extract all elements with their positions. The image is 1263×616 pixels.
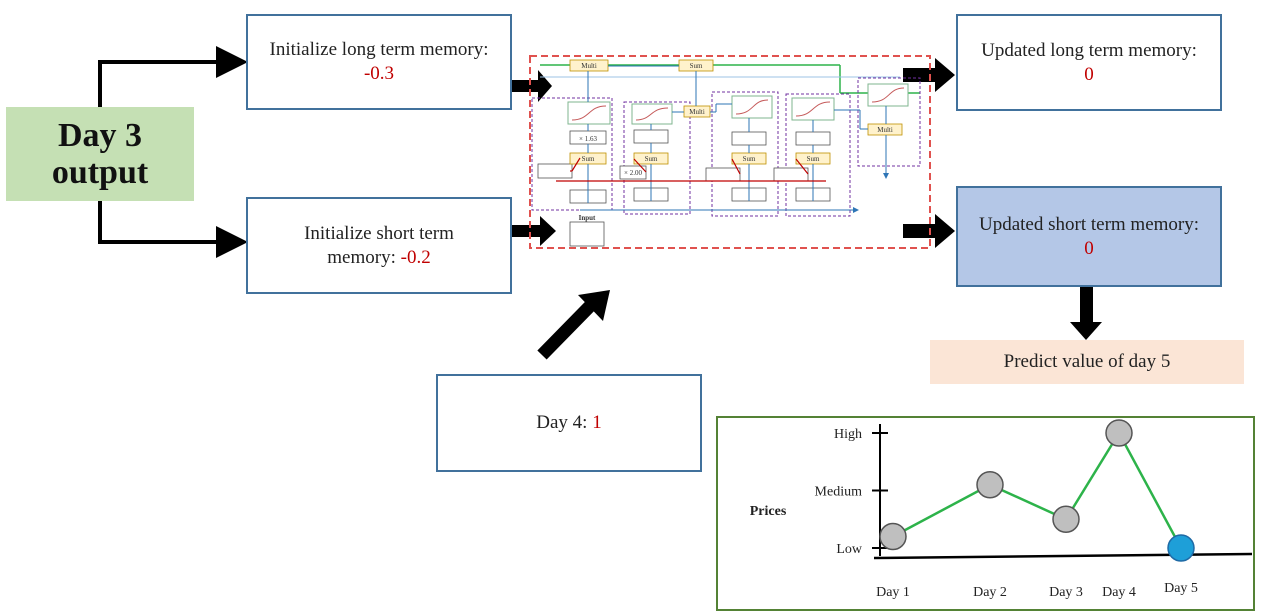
x-category-label-4: Day 5 bbox=[1164, 581, 1198, 596]
day4-input-box: Day 4: 1 bbox=[436, 374, 702, 472]
day4-value: 1 bbox=[592, 412, 602, 434]
x-categories: Day 1 Day 2 Day 3 Day 4 Day 5 bbox=[876, 581, 1198, 600]
lstm-sum-2-label: Sum bbox=[645, 155, 658, 163]
predict-box: Predict value of day 5 bbox=[930, 340, 1244, 384]
lstm-multi-3-label: Multi bbox=[877, 126, 893, 134]
y-tick-label-0: Low bbox=[836, 542, 863, 557]
lstm-scale-2: × 2.00 bbox=[624, 169, 642, 177]
day3-connector bbox=[98, 46, 248, 258]
short-term-updated-box: Updated short term memory: 0 bbox=[956, 186, 1222, 287]
y-tick-label-1: Medium bbox=[815, 485, 863, 500]
short-term-init-text: Initialize short term bbox=[304, 222, 454, 244]
short-term-init-box: Initialize short term memory: -0.2 bbox=[246, 197, 512, 294]
x-category-label-3: Day 4 bbox=[1102, 585, 1136, 600]
lstm-scale-1: × 1.63 bbox=[579, 135, 597, 143]
lstm-sum-1-label: Sum bbox=[582, 155, 595, 163]
day3-line2: output bbox=[51, 154, 149, 191]
day4-label: Day 4: bbox=[536, 412, 593, 434]
y-ticks: Low Medium High bbox=[815, 427, 888, 557]
y-tick-label-2: High bbox=[834, 427, 862, 442]
x-category-label-2: Day 3 bbox=[1049, 585, 1083, 600]
predict-text: Predict value of day 5 bbox=[1003, 351, 1171, 372]
diagonal-arrow-day4 bbox=[537, 290, 610, 360]
block-arrow-short-in bbox=[512, 216, 556, 246]
series bbox=[879, 419, 1195, 562]
lstm-input-label: Input bbox=[579, 214, 596, 222]
lstm-diagram: Multi Sum Multi Multi Sum Sum Sum Sum × … bbox=[529, 55, 931, 249]
day3-output-box: Day 3 output bbox=[6, 107, 194, 201]
long-term-init-text: Initialize long term memory: bbox=[269, 39, 489, 61]
data-point-1 bbox=[976, 471, 1004, 499]
block-arrow-long-in bbox=[512, 70, 552, 102]
lstm-multi-2-label: Multi bbox=[689, 108, 705, 116]
long-term-init-value: -0.3 bbox=[363, 63, 395, 84]
short-term-init-text-2: memory: bbox=[327, 246, 401, 268]
short-term-updated-value: 0 bbox=[1084, 237, 1094, 259]
long-term-updated-value: 0 bbox=[1084, 63, 1094, 85]
data-point-2 bbox=[1052, 505, 1080, 533]
x-category-label-0: Day 1 bbox=[876, 585, 910, 600]
data-point-4 bbox=[1167, 534, 1195, 562]
block-arrow-down bbox=[1070, 287, 1102, 340]
chart-frame bbox=[716, 416, 1255, 611]
data-point-0 bbox=[879, 522, 907, 551]
lstm-sum-3-label: Sum bbox=[743, 155, 756, 163]
short-term-updated-text: Updated short term memory: bbox=[978, 213, 1200, 235]
long-term-init-box: Initialize long term memory: -0.3 bbox=[246, 14, 512, 110]
y-axis-title: Prices bbox=[750, 504, 787, 519]
lstm-multi-1-label: Multi bbox=[581, 62, 597, 70]
data-point-3 bbox=[1105, 419, 1133, 447]
long-term-updated-box: Updated long term memory: 0 bbox=[956, 14, 1222, 111]
x-category-label-1: Day 2 bbox=[973, 585, 1007, 600]
lstm-sum-4-label: Sum bbox=[807, 155, 820, 163]
lstm-sum-top-label: Sum bbox=[690, 62, 703, 70]
short-term-init-value: -0.2 bbox=[400, 246, 431, 268]
day3-line1: Day 3 bbox=[57, 116, 143, 154]
long-term-updated-text: Updated long term memory: bbox=[981, 39, 1197, 61]
